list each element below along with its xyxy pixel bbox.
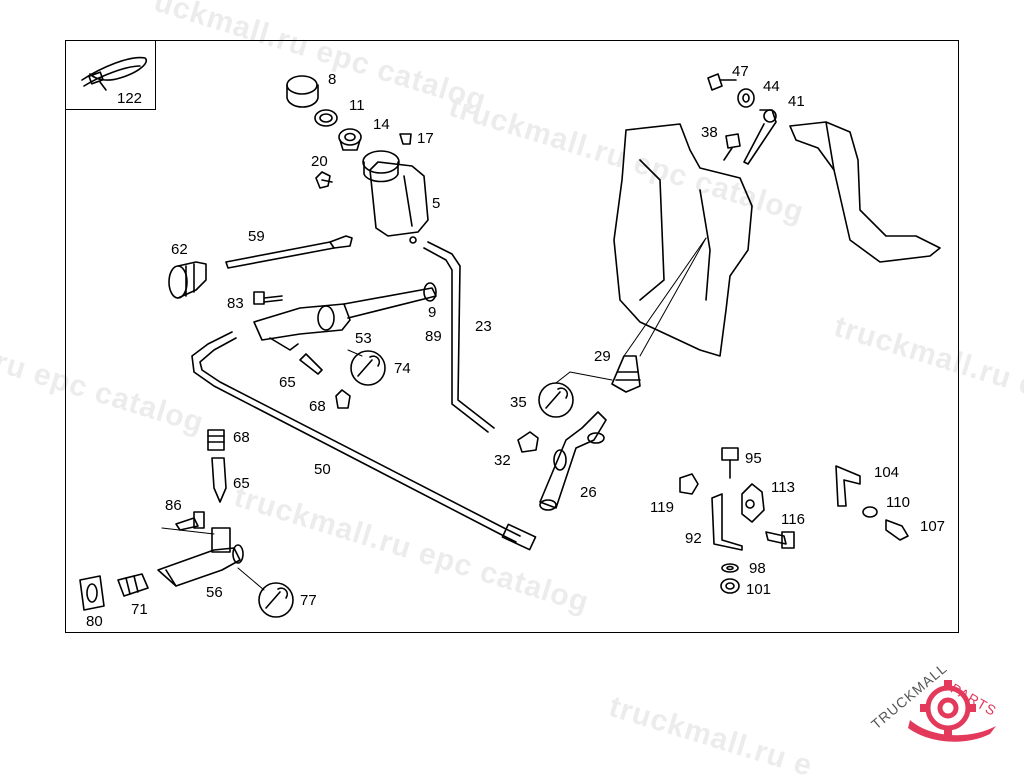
callout-47: 47 — [732, 63, 749, 80]
bleeder-screw-part — [211, 457, 227, 503]
plate-part — [79, 575, 105, 611]
callout-74: 74 — [394, 360, 411, 377]
reservoir-cap-part — [286, 75, 319, 108]
dust-boot-part — [168, 261, 207, 299]
callout-92: 92 — [685, 530, 702, 547]
bolt-part — [721, 447, 739, 479]
pedal-bracket-part — [613, 123, 753, 357]
wrench-symbol — [350, 350, 386, 386]
callout-77: 77 — [300, 592, 317, 609]
leader-lines — [161, 237, 707, 591]
callout-65: 65 — [279, 374, 296, 391]
dust-cap-part — [335, 389, 351, 409]
bleeder-screw-part — [299, 353, 323, 375]
washer-part — [862, 506, 878, 518]
callout-62: 62 — [171, 241, 188, 258]
wrench-symbol — [538, 382, 574, 418]
callout-119: 119 — [650, 499, 674, 516]
callout-59: 59 — [248, 228, 265, 245]
clutch-pedal-part — [789, 121, 941, 263]
callout-29: 29 — [594, 348, 611, 365]
callout-116: 116 — [781, 511, 805, 528]
nut-part — [679, 473, 699, 495]
wrench-symbol — [258, 582, 294, 618]
callout-122: 122 — [117, 90, 143, 107]
nut-part — [737, 88, 755, 108]
callout-35: 35 — [510, 394, 527, 411]
dust-boot-part — [117, 573, 149, 597]
callout-86: 86 — [165, 497, 182, 514]
nut-part — [720, 578, 740, 594]
sealing-ring-part — [314, 109, 338, 127]
callout-101: 101 — [746, 581, 772, 598]
small-cap-part — [399, 133, 412, 145]
callout-41: 41 — [788, 93, 805, 110]
callout-104: 104 — [874, 464, 900, 481]
callout-44: 44 — [763, 78, 780, 95]
reservoir-hose-part — [423, 241, 495, 433]
bolt-part — [765, 531, 795, 549]
diagram-frame — [65, 40, 959, 633]
callout-26: 26 — [580, 484, 597, 501]
callout-23: 23 — [475, 318, 492, 335]
bolt-part — [175, 511, 205, 531]
callout-65b: 65 — [233, 475, 250, 492]
callout-89: 89 — [425, 328, 442, 345]
logo-text-accent: PARTS — [948, 680, 1000, 720]
callout-5: 5 — [432, 195, 441, 212]
callout-38: 38 — [701, 124, 718, 141]
callout-68b: 68 — [233, 429, 250, 446]
dust-boot-part — [611, 355, 641, 393]
callout-14: 14 — [373, 116, 390, 133]
bolt-part — [723, 133, 741, 161]
bolt-part — [253, 291, 283, 305]
bracket-part — [835, 465, 861, 507]
callout-68: 68 — [309, 398, 326, 415]
callout-11: 11 — [349, 97, 365, 114]
dust-cap-part — [207, 429, 225, 451]
bolt-part — [885, 519, 909, 541]
fluid-reservoir-part — [362, 150, 429, 244]
callout-110: 110 — [886, 494, 910, 511]
hydraulic-pipe-part — [191, 331, 537, 551]
strainer-part — [338, 128, 362, 151]
washer-part — [721, 563, 739, 573]
callout-98: 98 — [749, 560, 766, 577]
callout-8: 8 — [328, 71, 337, 88]
callout-53: 53 — [355, 330, 372, 347]
callout-80: 80 — [86, 613, 103, 630]
push-rod-part — [225, 235, 353, 269]
inset-box — [65, 40, 156, 110]
callout-20: 20 — [311, 153, 328, 170]
callout-9: 9 — [428, 304, 437, 321]
clip-part — [315, 171, 333, 189]
cable-tie-part — [81, 56, 147, 91]
callout-56: 56 — [206, 584, 223, 601]
logo-wordmark: TRUCKMALL PARTS — [868, 660, 1018, 740]
callout-17: 17 — [417, 130, 434, 147]
callout-107: 107 — [920, 518, 946, 535]
parts-drawing — [79, 56, 941, 618]
clutch-cylinder-part — [539, 411, 607, 511]
bracket-part — [711, 493, 743, 551]
callout-83: 83 — [227, 295, 244, 312]
pin-part — [743, 109, 777, 165]
callout-113: 113 — [771, 479, 795, 496]
callout-71: 71 — [131, 601, 148, 618]
gear-logo-icon — [908, 680, 996, 742]
master-cylinder-part — [253, 282, 437, 351]
dust-cap-part — [517, 431, 539, 453]
clamp-part — [741, 483, 765, 523]
slave-cylinder-part — [157, 527, 244, 587]
callout-32: 32 — [494, 452, 511, 469]
bolt-part — [707, 73, 737, 91]
callout-95: 95 — [745, 450, 762, 467]
callout-50: 50 — [314, 461, 331, 478]
